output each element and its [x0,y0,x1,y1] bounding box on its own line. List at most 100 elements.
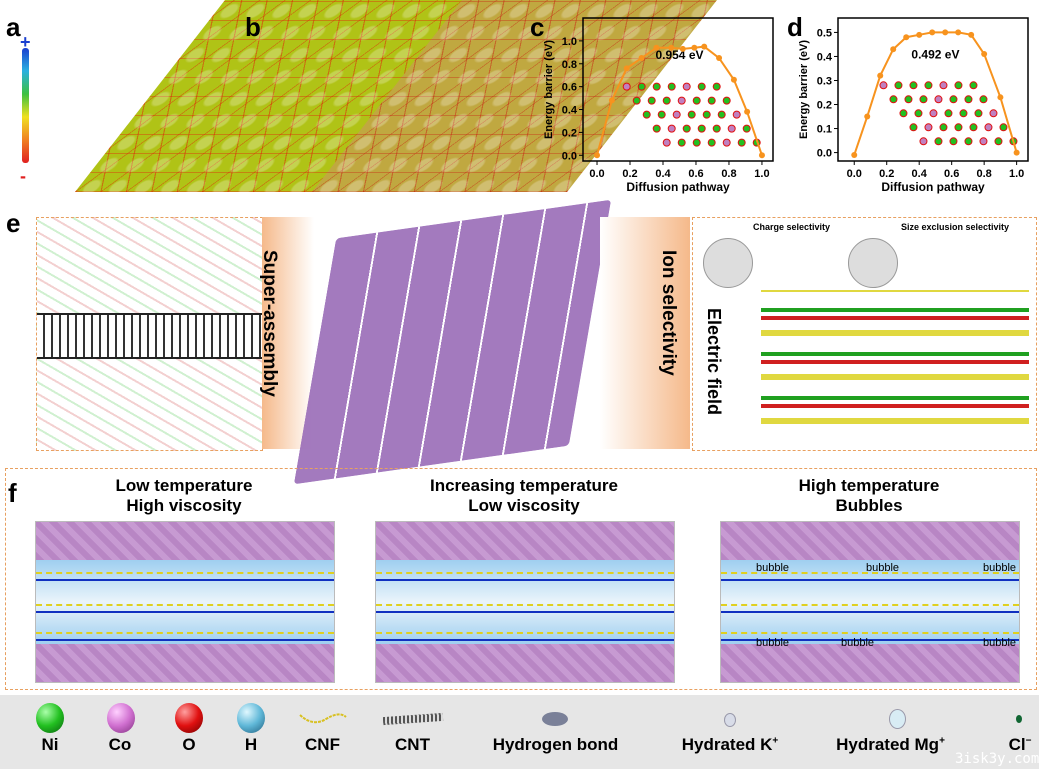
bubble-label: bubble [841,637,875,649]
cnt-icon [382,712,444,726]
panel-f-frame [5,468,1037,690]
data-point [679,45,686,52]
y-axis-label: Energy barrier (eV) [798,40,810,139]
cnf-fiber [36,632,334,641]
data-point [929,29,936,36]
x-tick-label: 0.8 [977,168,992,180]
data-point [1013,149,1020,156]
color-scale-bar [22,48,29,163]
cnf-fiber [721,604,1019,613]
y-tick-label: 0.1 [817,124,832,136]
hydrogen-bond-icon [542,712,568,726]
bubble-label: bubble [866,562,900,574]
x-tick-label: 0.8 [721,168,736,180]
data-point [594,152,601,159]
data-point [758,152,765,159]
hydrated-k-icon [724,713,736,727]
atom [924,123,933,132]
bubble-label: bubble [983,637,1017,649]
atom [727,124,736,133]
y-axis-label: Energy barrier (eV) [543,40,555,139]
data-point [955,29,962,36]
atom [667,124,676,133]
y-tick-label: 0.4 [562,105,578,117]
plot-frame [582,17,774,162]
atom [722,96,731,105]
y-tick-label: 1.0 [562,36,577,48]
x-tick-label: 0.4 [912,168,928,180]
membrane-bottom [721,644,1019,682]
cnf-icon [299,713,347,724]
atom [919,137,928,146]
atom [712,124,721,133]
cnf-fiber [376,604,674,613]
legend-cl: Cl− [1008,735,1032,754]
layered-membrane [761,290,1029,440]
atom [914,109,923,118]
x-tick-label: 0.2 [622,168,637,180]
y-tick-label: 0.5 [817,27,832,39]
atom [652,82,661,91]
legend: Ni Co O H CNF CNT Hydrogen bond Hydrated… [0,695,1039,769]
selectivity-beam [600,217,690,449]
scale-plus: + [20,32,31,52]
charge-selectivity-label: Charge selectivity [753,222,831,232]
x-tick-label: 1.0 [754,168,769,180]
y-tick-label: 0.6 [562,82,577,94]
atom [959,109,968,118]
data-point [608,97,615,104]
channel-diagram [35,521,335,683]
atom [979,95,988,104]
atom [954,81,963,90]
panel-label-c: c [530,12,545,42]
panel-label-b: b [245,12,261,42]
y-tick-label: 0.0 [817,148,832,160]
atom [642,110,651,119]
atom [974,109,983,118]
atom [707,138,716,147]
atom [879,81,888,90]
atom [722,138,731,147]
atom [909,123,918,132]
data-point [653,44,660,51]
atom [929,109,938,118]
data-point [997,94,1004,101]
charge-magnifier [703,238,753,288]
atom [662,96,671,105]
x-axis-label: Diffusion pathway [881,180,985,194]
legend-hydrogen-bond: Hydrogen bond [492,735,619,754]
atom [732,110,741,119]
panel-label-e: e [6,208,21,238]
atom [994,137,1003,146]
atom [667,82,676,91]
data-point [668,44,675,51]
data-point [981,51,988,58]
y-tick-label: 0.4 [817,51,833,63]
data-point [968,31,975,38]
ion-selectivity-illustration: Charge selectivity Size exclusion select… [692,217,1037,451]
data-point [916,31,923,38]
atom [934,137,943,146]
ion-selectivity-label: Ion selectivity [658,250,679,376]
f-title-line2: Low viscosity [468,496,580,515]
atom [682,82,691,91]
membrane-bottom [36,644,334,682]
f-title-line1: Increasing temperature [429,476,618,495]
data-point [623,65,630,72]
atom [989,109,998,118]
atom [924,81,933,90]
atom [889,95,898,104]
atom [979,137,988,146]
cl-ion-icon [1016,715,1022,723]
legend-hydrated-mg: Hydrated Mg+ [836,735,945,754]
data-point [716,55,723,62]
data-point [701,43,708,50]
atom [939,81,948,90]
atom [964,137,973,146]
x-axis-label: Diffusion pathway [626,180,730,194]
